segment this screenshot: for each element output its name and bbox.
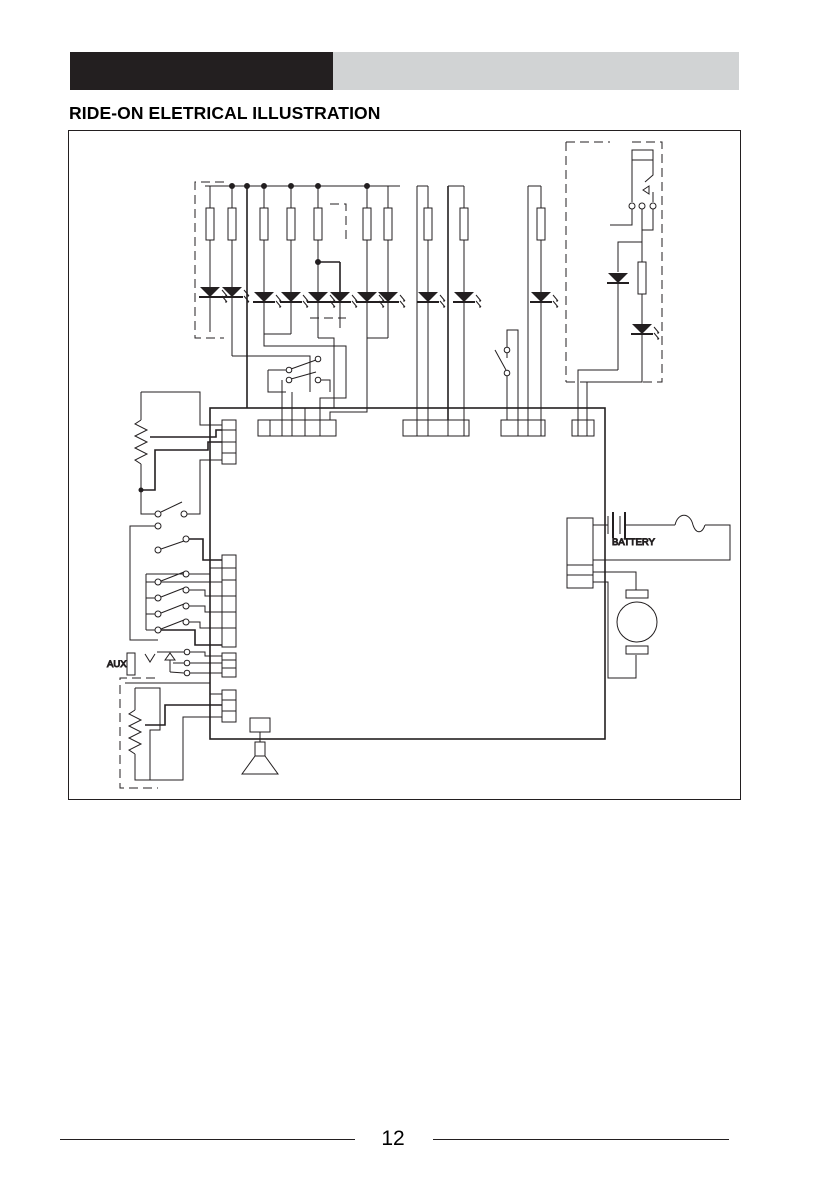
throttle-pedal [120, 678, 236, 788]
light-array-2 [417, 186, 481, 420]
aux-label: AUX [107, 659, 127, 670]
footer-rule-left [60, 1139, 355, 1140]
speaker [242, 718, 278, 774]
battery-label: BATTERY [612, 537, 656, 548]
light-array-3 [495, 186, 558, 420]
light-array [195, 182, 405, 420]
page-number: 12 [360, 1127, 426, 1151]
left-inputs [135, 392, 236, 517]
aux-input [127, 649, 236, 677]
indicator-module [566, 142, 662, 420]
control-box [210, 408, 605, 739]
switch-bank [130, 523, 236, 647]
footer-rule-right [433, 1139, 729, 1140]
